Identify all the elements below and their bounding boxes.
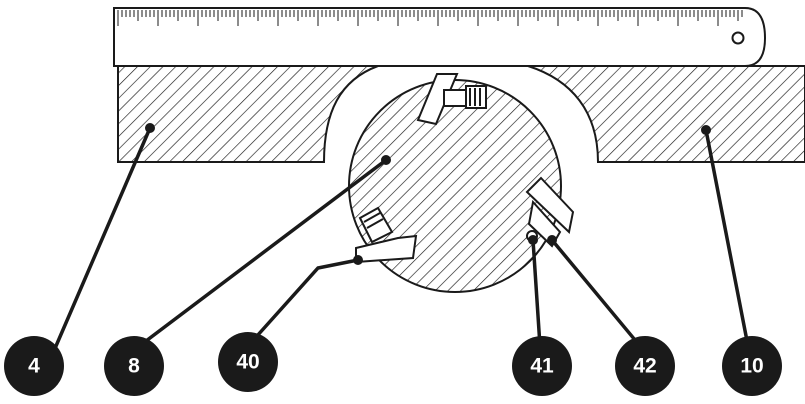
lower-left-clamp xyxy=(355,206,418,264)
ruler-scale xyxy=(117,10,743,26)
left-support-block xyxy=(117,65,379,163)
callout-4: 4 xyxy=(4,336,64,396)
leader-42 xyxy=(550,238,642,348)
callout-10: 10 xyxy=(722,336,782,396)
callout-badge xyxy=(4,336,64,396)
ruler xyxy=(113,7,767,67)
callout-42: 42 xyxy=(615,336,675,396)
callout-badge xyxy=(104,336,164,396)
callout-badge xyxy=(512,336,572,396)
callout-8: 8 xyxy=(104,336,164,396)
callout-40: 40 xyxy=(218,332,278,392)
callout-badge xyxy=(722,336,782,396)
leader-4 xyxy=(54,126,152,348)
callout-badge xyxy=(218,332,278,392)
callout-label: 10 xyxy=(740,355,763,378)
callout-label: 42 xyxy=(633,355,656,378)
callout-badge xyxy=(615,336,675,396)
ruler-hole xyxy=(731,31,745,45)
callout-label: 4 xyxy=(28,355,40,378)
leader-8 xyxy=(140,158,388,346)
callout-label: 8 xyxy=(128,355,140,378)
leader-dots xyxy=(145,123,711,265)
top-clamp xyxy=(416,73,487,126)
leader-41 xyxy=(531,238,542,348)
right-support-block xyxy=(527,65,805,163)
ruler-body xyxy=(113,7,767,67)
leader-10 xyxy=(704,128,750,348)
leader-40 xyxy=(246,258,360,348)
leader-lines xyxy=(54,126,750,348)
callouts: 4 8 40 41 42 10 xyxy=(4,332,782,396)
callout-label: 41 xyxy=(530,355,554,378)
callout-label: 40 xyxy=(236,351,259,374)
callout-41: 41 xyxy=(512,336,572,396)
